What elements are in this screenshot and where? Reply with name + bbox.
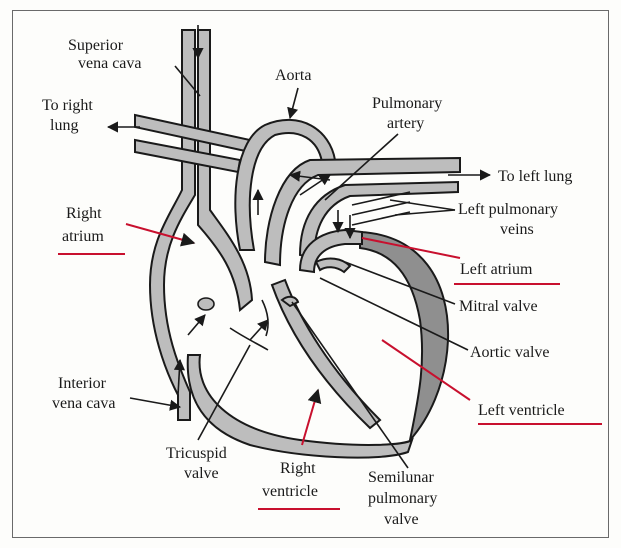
label-right-atrium-line1: Right xyxy=(66,205,102,222)
mitral-valve-shape xyxy=(316,259,350,272)
leader-ivc xyxy=(130,398,180,407)
label-superior-vena-cava-line2: vena cava xyxy=(78,55,142,72)
label-left-atrium: Left atrium xyxy=(460,261,533,278)
label-right-ventricle-line1: Right xyxy=(280,460,316,477)
label-right-atrium-line2: atrium xyxy=(62,228,104,245)
label-aorta: Aorta xyxy=(275,67,311,84)
label-superior-vena-cava-line1: Superior xyxy=(68,37,124,54)
right-ventricle-wall xyxy=(188,355,412,458)
coronary-sinus xyxy=(198,298,214,310)
flow-arrow-rv xyxy=(250,320,268,340)
left-ventricle-wall xyxy=(360,232,448,440)
label-pulmonary-artery-line1: Pulmonary xyxy=(372,95,442,112)
label-tricuspid-valve-line2: valve xyxy=(184,465,219,482)
label-left-pulmonary-veins-line1: Left pulmonary xyxy=(458,201,558,218)
leader-left-pulmonary-veins-b xyxy=(395,210,455,215)
leader-aorta xyxy=(290,88,298,118)
flow-arrow-ra xyxy=(188,315,205,335)
label-right-ventricle-line2: ventricle xyxy=(262,483,318,500)
label-aortic-valve: Aortic valve xyxy=(470,344,550,361)
leader-right-ventricle xyxy=(302,390,318,445)
label-left-pulmonary-veins-line2: veins xyxy=(500,221,534,238)
label-interior-vena-cava-line2: vena cava xyxy=(52,395,116,412)
label-left-ventricle: Left ventricle xyxy=(478,402,565,419)
label-to-right-lung-line2: lung xyxy=(50,117,78,134)
label-semilunar-pulmonary-valve-line1: Semilunar xyxy=(368,469,434,486)
label-semilunar-pulmonary-valve-line3: valve xyxy=(384,511,419,528)
label-interior-vena-cava-line1: Interior xyxy=(58,375,107,392)
label-tricuspid-valve-line1: Tricuspid xyxy=(166,445,227,462)
label-semilunar-pulmonary-valve-line2: pulmonary xyxy=(368,490,437,507)
label-pulmonary-artery-line2: artery xyxy=(387,115,424,132)
label-mitral-valve: Mitral valve xyxy=(459,298,538,315)
tricuspid-valve-shape-2 xyxy=(262,300,268,336)
label-to-right-lung-line1: To right xyxy=(42,97,93,114)
label-to-left-lung: To left lung xyxy=(498,168,572,185)
left-pulmonary-vein-2 xyxy=(352,202,410,215)
